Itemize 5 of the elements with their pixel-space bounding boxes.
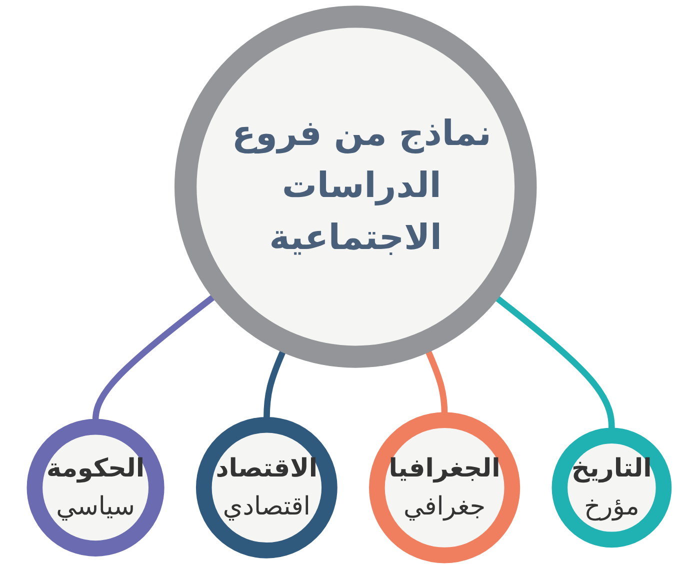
node-circle: الجغرافيا جغرافي	[369, 412, 520, 564]
node-circle: الحكومة سياسي	[27, 418, 165, 556]
node-circle: الاقتصاد اقتصادي	[196, 416, 338, 558]
node-circle: التاريخ مؤرخ	[552, 428, 672, 548]
node-circle: نماذج من فروع الدراسات الاجتماعية	[174, 6, 538, 368]
